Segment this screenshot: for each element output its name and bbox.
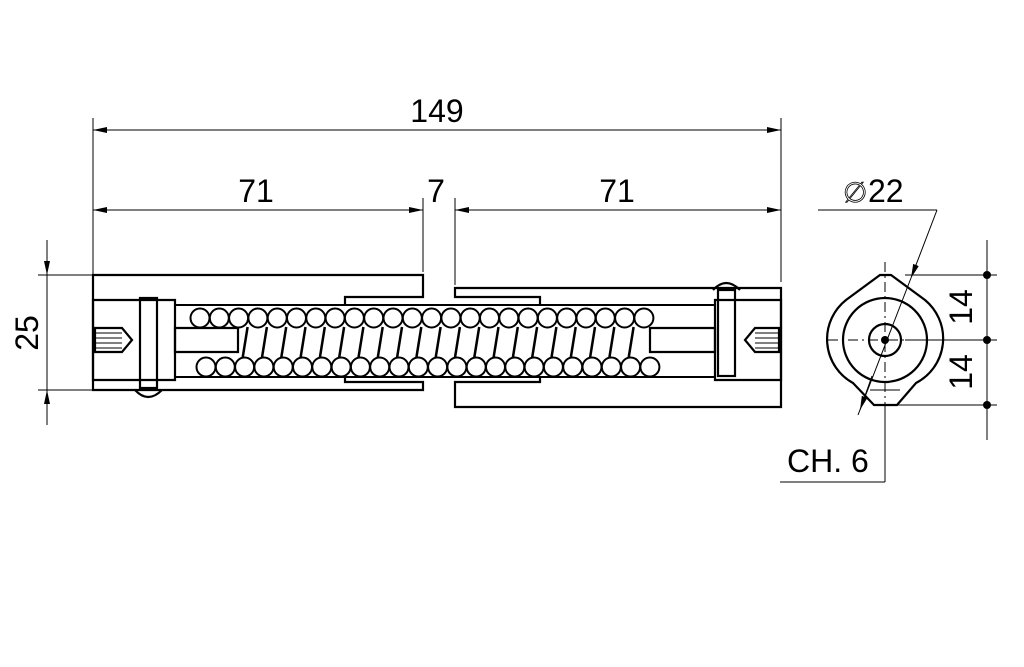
spring-coil — [195, 356, 217, 378]
spring-wire — [241, 326, 249, 359]
spring-coil — [600, 356, 622, 378]
spring-wire — [415, 326, 423, 359]
spring-coil — [459, 307, 481, 329]
spring-coil — [388, 356, 410, 378]
spring-wire — [260, 326, 269, 359]
spring-coil — [286, 307, 307, 329]
spring-coil — [556, 307, 578, 329]
spring-coil — [189, 307, 211, 329]
spring-coil — [440, 307, 462, 329]
spring-wire — [357, 326, 365, 359]
spring — [189, 307, 661, 378]
spring-coil — [575, 307, 597, 329]
spring-coil — [369, 356, 391, 378]
right-set-screw — [743, 326, 781, 354]
spring-wire — [608, 326, 616, 359]
chamfer-label: CH. 6 — [787, 443, 869, 479]
spring-coil — [427, 356, 449, 378]
spring-wire — [453, 326, 462, 359]
dimension-height: 25 — [9, 240, 93, 425]
spring-wire — [569, 326, 577, 359]
spring-coil — [228, 307, 250, 329]
spring-coil — [305, 307, 327, 329]
spring-coil — [330, 356, 352, 378]
spring-coil — [253, 356, 275, 378]
spring-coil — [343, 307, 365, 329]
spring-coil — [247, 307, 269, 329]
dimension-diameter: ∅ 22 — [818, 173, 938, 416]
spring-coil — [536, 307, 558, 329]
spring-wire — [434, 326, 442, 359]
diameter-symbol: ∅ — [843, 177, 867, 208]
spring-coil — [292, 356, 313, 378]
spring-coil — [272, 356, 294, 378]
spring-wire — [299, 326, 307, 359]
spring-coil — [639, 356, 661, 378]
spring-wire — [511, 326, 520, 359]
spring-coil — [446, 356, 468, 378]
spring-coil — [266, 307, 288, 329]
spring-coil — [620, 356, 642, 378]
spring-wire — [627, 326, 635, 359]
dimension-label-lower-offset: 14 — [943, 354, 979, 390]
spring-coil — [562, 356, 584, 378]
spring-coil — [504, 356, 526, 378]
spring-coil — [382, 307, 404, 329]
chamfer-callout: CH. 6 — [780, 405, 886, 483]
spring-coil — [581, 356, 603, 378]
spring-coil — [324, 307, 346, 329]
spring-wire — [376, 326, 384, 359]
dimension-label-height: 25 — [9, 315, 45, 351]
spring-wire — [472, 326, 481, 359]
dimension-label-diameter: 22 — [868, 173, 904, 209]
dimension-label-gap: 7 — [427, 173, 445, 209]
spring-wire — [318, 326, 327, 359]
dimension-offsets: 14 14 — [895, 240, 997, 440]
spring-wire — [492, 326, 500, 359]
spring-coil — [363, 307, 385, 329]
spring-coil — [208, 307, 230, 329]
dimension-overall-length: 149 — [92, 93, 782, 282]
spring-coil — [349, 356, 371, 378]
spring-wire — [395, 326, 404, 359]
dimension-label-right: 71 — [599, 173, 635, 209]
spring-coil — [401, 307, 423, 329]
spring-coil — [517, 307, 539, 329]
spring-coil — [311, 356, 333, 378]
dimension-label-left: 71 — [238, 173, 274, 209]
spring-coil — [407, 356, 429, 378]
spring-wire — [337, 326, 346, 359]
spring-coil — [214, 356, 236, 378]
section-view — [91, 273, 783, 409]
spring-coil — [498, 307, 520, 329]
dimension-segment-lengths: 71 7 71 — [93, 173, 781, 285]
spring-coil — [542, 356, 564, 378]
spring-coil — [421, 307, 443, 329]
left-set-screw — [93, 326, 134, 354]
spring-coil — [234, 356, 256, 378]
spring-coil — [594, 307, 616, 329]
spring-wire — [550, 326, 558, 359]
spring-wire — [279, 326, 288, 359]
spring-coil — [485, 356, 506, 378]
spring-coil — [523, 356, 545, 378]
spring-wire — [530, 326, 539, 359]
dimension-label-upper-offset: 14 — [943, 289, 979, 325]
dimension-label-overall: 149 — [410, 93, 463, 129]
spring-coil — [614, 307, 636, 329]
spring-coil — [465, 356, 487, 378]
right-pin — [716, 288, 737, 378]
spring-wire — [588, 326, 597, 359]
spring-coil — [633, 307, 655, 329]
left-pin — [138, 296, 159, 390]
spring-coil — [479, 307, 500, 329]
